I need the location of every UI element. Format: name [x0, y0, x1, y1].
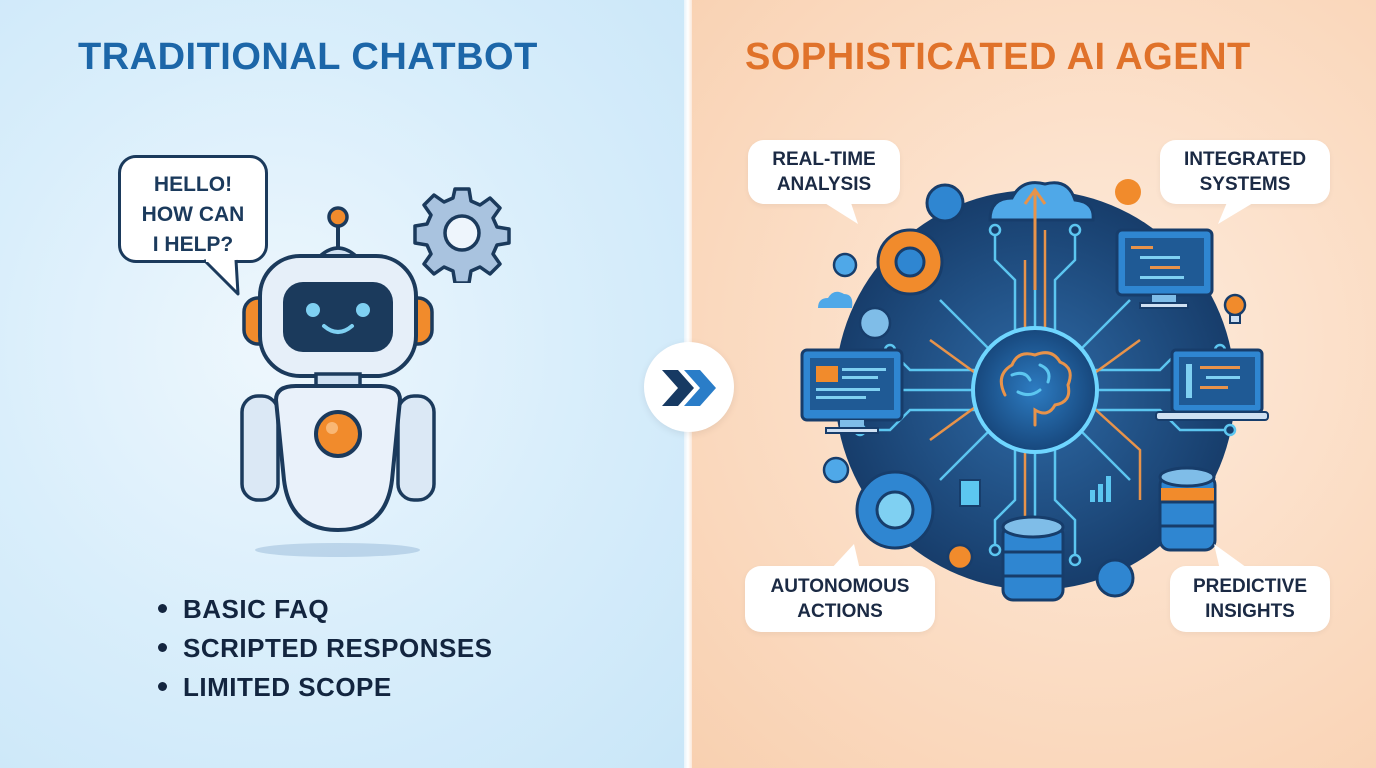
brain-icon	[999, 351, 1072, 427]
chatbot-features-list: BASIC FAQ SCRIPTED RESPONSES LIMITED SCO…	[158, 590, 493, 707]
orange-gear-icon	[946, 543, 974, 571]
callout-tail	[820, 200, 858, 224]
callout-text: SYSTEMS	[1199, 174, 1291, 195]
double-chevron-right-icon	[662, 370, 716, 406]
callout-text: ANALYSIS	[776, 174, 872, 195]
gear-icon	[413, 187, 511, 283]
small-gear-icon	[858, 306, 892, 340]
small-gear-icon	[822, 456, 850, 484]
ai-agent-title: SOPHISTICATED AI AGENT	[745, 36, 1251, 78]
transition-arrow-badge	[644, 342, 734, 432]
speech-line: HOW CAN	[141, 203, 245, 226]
blue-gear-icon	[855, 470, 935, 550]
bullet-text: SCRIPTED RESPONSES	[183, 633, 493, 663]
bullet-text: BASIC FAQ	[183, 594, 330, 624]
speech-bubble-tail	[202, 258, 240, 296]
callout-tail	[1218, 200, 1258, 224]
callout-real-time-analysis: REAL-TIME ANALYSIS	[748, 140, 900, 204]
traditional-chatbot-title: TRADITIONAL CHATBOT	[78, 36, 538, 78]
blue-gear-icon	[925, 183, 965, 223]
callout-predictive-insights: PREDICTIVE INSIGHTS	[1170, 566, 1330, 632]
callout-autonomous-actions: AUTONOMOUS ACTIONS	[745, 566, 935, 632]
callout-text: REAL-TIME	[772, 149, 876, 170]
bullet-icon	[158, 642, 167, 652]
callout-text: PREDICTIVE	[1192, 576, 1308, 597]
callout-tail	[830, 544, 860, 570]
bullet-icon	[158, 603, 167, 613]
monitor-icon	[1115, 228, 1214, 309]
document-icon	[959, 479, 981, 507]
callout-integrated-systems: INTEGRATED SYSTEMS	[1160, 140, 1330, 204]
blue-gear-icon	[1095, 558, 1135, 598]
orange-gear-icon	[876, 228, 944, 296]
monitor-icon	[800, 348, 904, 434]
callout-text: INTEGRATED	[1183, 149, 1307, 170]
robot-shadow	[255, 543, 420, 557]
bullet-icon	[158, 681, 167, 691]
database-icon	[1001, 515, 1065, 602]
list-item: SCRIPTED RESPONSES	[158, 629, 493, 668]
database-icon	[1158, 466, 1217, 552]
callout-tail	[1214, 544, 1250, 570]
list-item: LIMITED SCOPE	[158, 668, 493, 707]
cloud-icon	[818, 291, 853, 308]
bullet-text: LIMITED SCOPE	[183, 672, 392, 702]
callout-text: AUTONOMOUS	[770, 576, 910, 597]
callout-text: INSIGHTS	[1205, 601, 1295, 622]
speech-line: I HELP?	[152, 233, 234, 256]
callout-text: ACTIONS	[797, 601, 883, 622]
speech-bubble: HELLO! HOW CAN I HELP?	[118, 155, 268, 263]
laptop-icon	[1155, 348, 1269, 421]
list-item: BASIC FAQ	[158, 590, 493, 629]
small-gear-icon	[832, 252, 858, 278]
ai-network-hub-illustration	[800, 179, 1269, 602]
orange-gear-icon	[1115, 179, 1141, 205]
lightbulb-icon	[1223, 293, 1247, 324]
robot-illustration	[240, 206, 436, 533]
speech-line: HELLO!	[153, 173, 233, 196]
bar-chart-icon	[1090, 476, 1111, 502]
